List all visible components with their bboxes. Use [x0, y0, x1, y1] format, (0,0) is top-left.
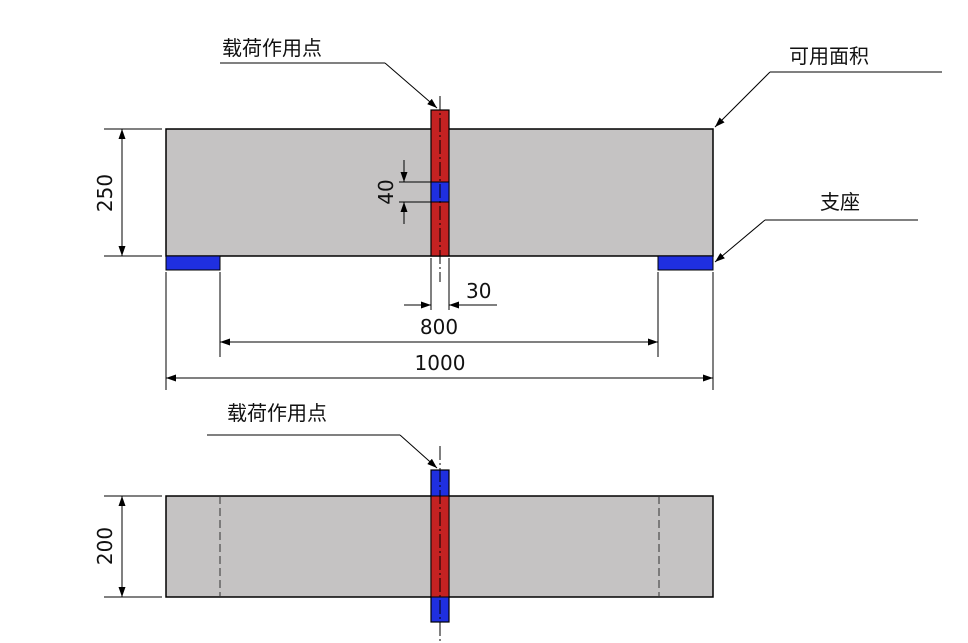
dim-length-1000: 1000	[165, 272, 714, 390]
label-usable-area: 可用面积	[789, 44, 869, 68]
dim-width-200: 200	[93, 495, 162, 598]
support-right	[657, 255, 714, 271]
label-load-point-bottom: 载荷作用点	[227, 401, 327, 425]
top-view: 250 40 30 800	[93, 36, 942, 390]
label-load-point-top: 载荷作用点	[222, 36, 322, 60]
leader-support: 支座	[714, 190, 918, 263]
dim-height-text: 250	[93, 174, 117, 212]
leader-load-point-top: 载荷作用点	[220, 36, 438, 109]
dim-load-width-30: 30	[404, 258, 497, 310]
bottom-view: 200 载荷作用点	[93, 401, 714, 643]
dim-width-text: 200	[93, 527, 117, 565]
dim-height-250: 250	[93, 128, 162, 257]
leader-load-point-bottom: 载荷作用点	[207, 401, 438, 469]
dim-length-text: 1000	[415, 351, 466, 375]
leader-usable-area: 可用面积	[714, 44, 942, 128]
label-support: 支座	[820, 190, 860, 214]
support-left	[165, 255, 221, 271]
dim-span-text: 800	[420, 315, 458, 339]
dim-load-block-text: 40	[374, 179, 398, 204]
dim-span-800: 800	[219, 272, 659, 357]
dim-load-block-40: 40	[374, 160, 431, 224]
dim-load-width-text: 30	[466, 279, 491, 303]
